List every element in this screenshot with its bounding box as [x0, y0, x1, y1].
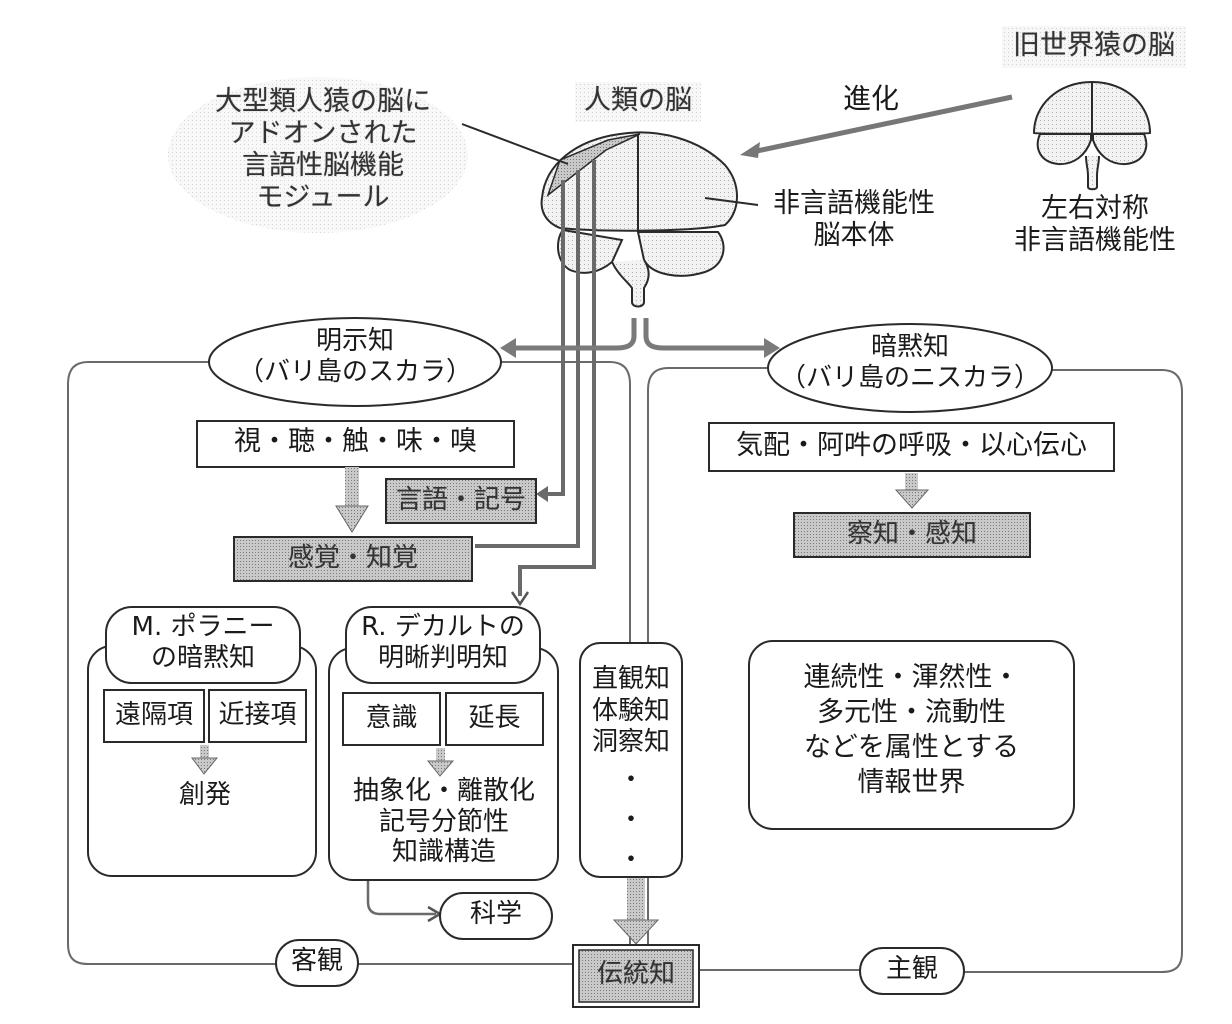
tradition-box-inner: [578, 949, 694, 1003]
addon-module-halo: [168, 77, 468, 233]
explicit-outer-frame: [67, 361, 631, 965]
descartes-item-box: [445, 692, 544, 746]
descartes-result: 抽象化・離散化 記号分節性 知識構造: [352, 776, 535, 868]
monkey-brain-traits-label: 左右対称 非言語機能性: [1014, 193, 1176, 256]
tacit-outer-frame: [647, 367, 1183, 973]
tacit-knowledge-label: 暗黙知 （バリ島のニスカラ）: [779, 332, 1040, 393]
descartes-item-extension: 延長: [468, 703, 521, 733]
intuitive-to-tradition-arrow: [612, 878, 660, 945]
descartes-header: [345, 606, 541, 684]
tacit-down-arrow: [894, 473, 930, 509]
perception-box: [233, 536, 473, 582]
tradition-label: 伝統知: [596, 959, 675, 989]
objective-pill: [275, 939, 359, 987]
sensing-box: [793, 512, 1031, 558]
science-connector: [366, 881, 436, 916]
descartes-down-arrow: [426, 748, 455, 777]
subjective-label: 主観: [885, 954, 938, 984]
language-symbols-label: 言語・記号: [395, 485, 526, 515]
objective-label: 客観: [290, 946, 343, 976]
science-pill: [439, 892, 553, 940]
intuitive-knowledge-box: [579, 642, 683, 878]
human-brain-illustration: [540, 131, 738, 308]
sensing-label: 察知・感知: [846, 519, 977, 549]
senses-box: [196, 420, 515, 468]
information-world-box: [748, 640, 1075, 830]
brainstem-split-arrows: [510, 318, 770, 351]
science-label: 科学: [469, 899, 522, 929]
polanyi-item-proximal: 近接項: [218, 700, 297, 730]
tacit-signs-label: 気配・阿吽の呼吸・以心伝心: [736, 430, 1087, 461]
polanyi-header: [105, 606, 301, 684]
tacit-arrowhead: [764, 338, 780, 358]
language-arrowhead: [536, 486, 548, 502]
human-brain-label-bg: [575, 82, 701, 122]
evolution-arrow: [740, 94, 1013, 158]
descartes-arrowhead: [510, 591, 530, 607]
addon-module-label: 大型類人猿の脳に アドオンされた 言語性脳機能 モジュール: [215, 86, 431, 213]
tacit-knowledge-ellipse: [767, 323, 1053, 413]
human-brain-label: 人類の脳: [584, 85, 692, 116]
evolution-label: 進化: [842, 82, 899, 115]
addon-leader-line: [461, 123, 569, 165]
intuitive-knowledge-label: 直観知 体験知 洞察知 ・ ・ ・: [591, 664, 670, 875]
descartes-item-box: [342, 692, 441, 746]
polanyi-item-box: [103, 689, 205, 743]
brain-body-leader-line: [704, 197, 759, 206]
explicit-knowledge-ellipse: [208, 317, 502, 407]
polanyi-result: 創発: [178, 780, 231, 810]
explicit-arrowhead: [500, 338, 516, 358]
tacit-signs-box: [708, 422, 1115, 472]
subjective-pill: [859, 947, 965, 995]
explicit-knowledge-label: 明示知 （バリ島のスカラ）: [237, 326, 472, 387]
information-world-label: 連続性・渾然性・ 多元性・流動性 などを属性とする 情報世界: [803, 662, 1020, 799]
old-monkey-brain-label: 旧世界猿の脳: [1013, 30, 1175, 61]
polanyi-item-box: [208, 689, 307, 743]
brain-language-pathways: [475, 160, 596, 596]
old-monkey-label-bg: [1002, 26, 1186, 68]
perception-label: 感覚・知覚: [287, 543, 418, 573]
senses-label: 視・聴・触・味・嗅: [234, 426, 477, 457]
human-brain-body-label: 非言語機能性 脳本体: [773, 188, 935, 251]
polanyi-header-label: M. ポラニー の暗黙知: [131, 612, 275, 673]
polanyi-down-arrow: [191, 745, 219, 775]
old-monkey-brain-illustration: [1032, 80, 1152, 191]
polanyi-item-remote: 遠隔項: [114, 700, 193, 730]
senses-to-perception-arrow: [335, 467, 369, 533]
descartes-item-consciousness: 意識: [365, 703, 418, 733]
language-symbols-box: [385, 478, 537, 524]
descartes-header-label: R. デカルトの 明晰判明知: [361, 612, 525, 673]
